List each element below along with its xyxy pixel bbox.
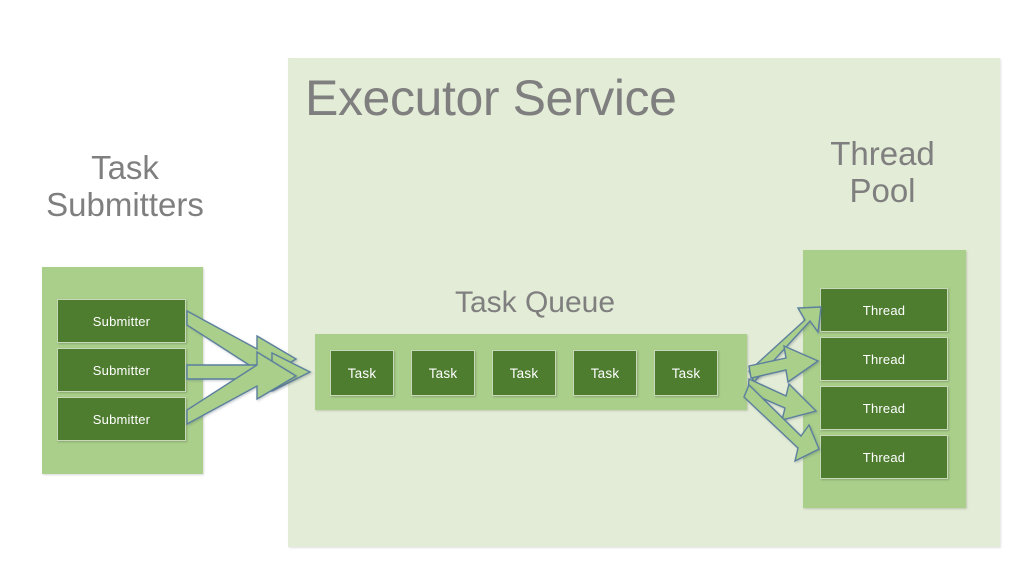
thread-node[interactable]: Thread	[820, 288, 948, 332]
arrow-submitter-1-to-queue	[186, 309, 298, 385]
thread-node-label: Thread	[862, 351, 906, 367]
task-submitters-title: Task Submitters	[46, 149, 204, 223]
task-node-label: Task	[509, 365, 539, 381]
task-queue-title: Task Queue	[454, 286, 616, 319]
task-node[interactable]: Task	[654, 350, 718, 396]
task-node[interactable]: Task	[330, 350, 394, 396]
submitter-node[interactable]: Submitter	[57, 397, 186, 441]
task-node[interactable]: Task	[411, 350, 475, 396]
thread-node-label: Thread	[862, 302, 906, 318]
submitter-node[interactable]: Submitter	[57, 348, 186, 392]
submitter-node[interactable]: Submitter	[57, 299, 186, 343]
submitter-node-label: Submitter	[92, 411, 151, 427]
thread-node-label: Thread	[862, 449, 906, 465]
thread-node[interactable]: Thread	[820, 435, 948, 479]
arrow-submitter-3-to-queue	[186, 350, 298, 426]
task-node-label: Task	[428, 365, 458, 381]
submitter-node-label: Submitter	[92, 362, 151, 378]
task-node[interactable]: Task	[573, 350, 637, 396]
task-node-label: Task	[671, 365, 701, 381]
submitter-node-label: Submitter	[92, 313, 151, 329]
thread-pool-title: Thread Pool	[830, 135, 935, 209]
thread-node-label: Thread	[862, 400, 906, 416]
task-node-label: Task	[347, 365, 377, 381]
thread-node[interactable]: Thread	[820, 386, 948, 430]
task-node[interactable]: Task	[492, 350, 556, 396]
executor-service-title: Executor Service	[305, 70, 677, 126]
thread-node[interactable]: Thread	[820, 337, 948, 381]
task-node-label: Task	[590, 365, 620, 381]
